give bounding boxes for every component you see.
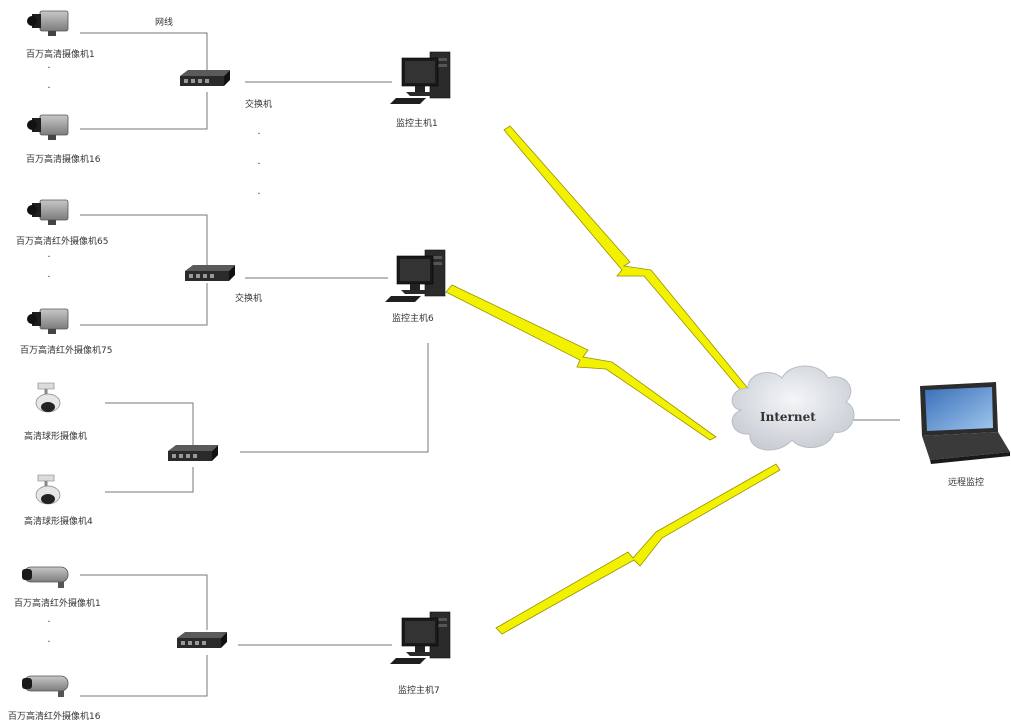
lightning-link-icon bbox=[445, 284, 717, 441]
wire-bullet1 bbox=[80, 574, 208, 630]
host-label: 监控主机7 bbox=[398, 686, 440, 696]
switch-icon bbox=[168, 445, 218, 461]
ellipsis-dots: ·· bbox=[47, 252, 51, 283]
box-camera-icon bbox=[26, 10, 69, 37]
remote-monitor-label: 远程监控 bbox=[948, 478, 985, 488]
box-camera-icon bbox=[26, 199, 69, 226]
dome-camera-icon bbox=[34, 473, 62, 506]
lightning-link-icon bbox=[495, 463, 781, 635]
host-label: 监控主机1 bbox=[396, 119, 438, 129]
wire-cam75 bbox=[80, 283, 208, 326]
dome-camera-icon bbox=[34, 381, 62, 414]
wire-dome4 bbox=[105, 467, 194, 493]
box-camera-icon bbox=[26, 308, 69, 335]
wire-cam1 bbox=[80, 32, 208, 72]
ellipsis-dots: ··· bbox=[257, 129, 261, 200]
desktop-computer-icon bbox=[384, 249, 446, 303]
cloud-icon bbox=[731, 365, 855, 451]
desktop-computer-icon bbox=[389, 611, 451, 665]
bullet-camera-icon bbox=[21, 675, 69, 698]
host-label: 监控主机6 bbox=[392, 314, 434, 324]
wireless-links bbox=[445, 125, 781, 635]
switch-icon bbox=[185, 265, 235, 281]
ellipsis-dots: ·· bbox=[47, 617, 51, 648]
camera-label: 百万高清红外摄像机16 bbox=[8, 712, 101, 722]
wire-dome1 bbox=[105, 402, 194, 447]
camera-label: 百万高清红外摄像机65 bbox=[16, 237, 109, 247]
camera-label: 百万高清摄像机16 bbox=[26, 155, 101, 165]
wire-cam65 bbox=[80, 214, 208, 265]
camera-label: 百万高清摄像机1 bbox=[26, 50, 95, 60]
camera-label: 高清球形摄像机 bbox=[24, 432, 88, 442]
camera-label: 高清球形摄像机4 bbox=[24, 517, 93, 527]
wire-switch3-host6 bbox=[240, 343, 429, 453]
ellipsis-dots: ·· bbox=[47, 63, 51, 94]
switch-label: 交换机 bbox=[235, 294, 263, 304]
wire-cam16 bbox=[80, 92, 208, 130]
switch-icon bbox=[177, 632, 227, 648]
laptop-icon bbox=[920, 382, 1010, 464]
wire-label: 网线 bbox=[155, 18, 174, 28]
camera-label: 百万高清红外摄像机1 bbox=[14, 599, 101, 609]
wire-bullet16 bbox=[80, 655, 208, 697]
switch-label: 交换机 bbox=[245, 100, 273, 110]
wires bbox=[80, 32, 900, 697]
lightning-link-icon bbox=[503, 125, 756, 401]
bullet-camera-icon bbox=[21, 566, 69, 589]
internet-label: Internet bbox=[760, 410, 816, 424]
switch-icon bbox=[180, 70, 230, 86]
desktop-computer-icon bbox=[389, 51, 451, 105]
box-camera-icon bbox=[26, 114, 69, 141]
camera-label: 百万高清红外摄像机75 bbox=[20, 346, 113, 356]
